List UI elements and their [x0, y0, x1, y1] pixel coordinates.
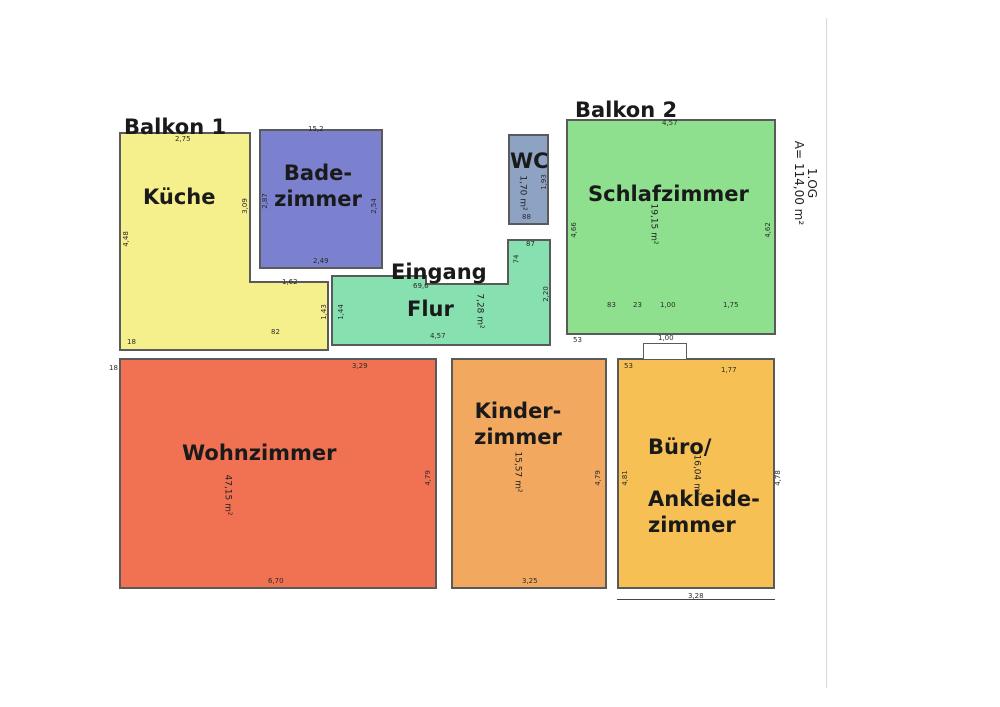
dim-bad-bottom: 2,49	[313, 257, 329, 265]
buero-label-text: Büro/ Ankleide- zimmer	[648, 435, 760, 537]
kinder-label-text: Kinder- zimmer	[474, 399, 562, 449]
dim-kueche-width: 2,75	[175, 135, 191, 143]
area-wohn: 47,15 m²	[222, 474, 233, 516]
room-label-schlaf: Schlafzimmer	[588, 182, 749, 206]
dim-buero-right: 4,78	[773, 470, 782, 486]
room-label-wc: WC	[510, 149, 549, 173]
bad-label-text: Bade- zimmer	[274, 161, 362, 211]
room-label-bad-line1: Bade- zimmer	[268, 160, 368, 212]
dim-kueche-nook: 82	[271, 328, 280, 336]
dim-kueche-height: 4,48	[121, 231, 130, 247]
dim-wc-width: 88	[522, 213, 531, 221]
room-label-eingang: Eingang	[391, 260, 487, 284]
dim-line-buero-bottom	[617, 599, 775, 600]
area-schlaf: 19,15 m²	[648, 203, 659, 245]
dim-flur-74: 74	[512, 254, 521, 264]
dim-schlaf-23: 23	[633, 301, 642, 309]
room-label-flur: Flur	[407, 297, 454, 321]
dim-schlaf-left: 4,66	[569, 222, 578, 238]
dim-schlaf-53: 53	[573, 336, 582, 344]
dim-bad-right: 2,54	[369, 198, 378, 214]
dim-kueche-inner: 3,09	[240, 198, 249, 214]
dim-flur-top: 69,6	[413, 282, 429, 290]
room-wohn	[119, 358, 437, 589]
dim-flur-bottom: 4,57	[430, 332, 446, 340]
room-buero	[617, 358, 775, 589]
balcony-label-2: Balkon 2	[575, 98, 678, 122]
dim-kinder-right: 4,79	[593, 470, 602, 486]
dim-schlaf-right: 4,62	[763, 222, 772, 238]
total-area: A= 114,00 m²	[792, 140, 806, 226]
room-label-kinder: Kinder- zimmer	[462, 398, 574, 450]
dim-kinder-bottom: 3,25	[522, 577, 538, 585]
dim-flur-87: 87	[526, 240, 535, 248]
plan-title-block: 1.OG A= 114,00 m²	[792, 123, 819, 243]
area-flur: 7,28 m²	[474, 293, 485, 329]
dim-schlaf-top: 4,57	[662, 119, 678, 127]
dim-wohn-18: 18	[109, 364, 118, 372]
room-label-kueche: Küche	[143, 185, 216, 209]
dim-bad-top: 15,2	[308, 125, 324, 133]
area-wc: 1,70 m²	[517, 175, 528, 211]
dim-buero-100: 1,00	[658, 334, 674, 342]
dim-wohn-top: 3,29	[352, 362, 368, 370]
room-wc	[508, 134, 549, 225]
dim-buero-left: 4,81	[620, 470, 629, 486]
area-buero: 16,04 m²	[691, 454, 702, 496]
dim-wohn-right: 4,79	[423, 470, 432, 486]
dim-buero-bottom: 3,28	[688, 592, 704, 600]
dim-kueche-step: 1,62	[282, 278, 298, 286]
dim-wohn-bottom: 6,70	[268, 577, 284, 585]
page-edge-line	[826, 18, 827, 688]
dim-schlaf-100: 1,00	[660, 301, 676, 309]
dim-buero-53: 53	[624, 362, 633, 370]
dim-kueche-b1: 18	[127, 338, 136, 346]
room-kinder	[451, 358, 607, 589]
dim-flur-right: 2,20	[541, 286, 550, 302]
dim-buero-177: 1,77	[721, 366, 737, 374]
door-nook-buero	[643, 343, 687, 360]
dim-kueche-step-h: 1,43	[319, 304, 328, 320]
room-label-buero: Büro/ Ankleide- zimmer	[648, 434, 760, 538]
balcony-label-1: Balkon 1	[124, 115, 227, 139]
dim-bad-left: 2,87	[260, 193, 269, 209]
dim-schlaf-175: 1,75	[723, 301, 739, 309]
dim-wc-height: 1,93	[539, 174, 548, 190]
room-label-wohn: Wohnzimmer	[182, 441, 337, 465]
area-kinder: 15,57 m²	[512, 451, 523, 493]
room-bad	[259, 129, 383, 269]
floor-level: 1.OG	[805, 167, 819, 199]
dim-schlaf-83: 83	[607, 301, 616, 309]
dim-flur-left: 1,44	[336, 304, 345, 320]
